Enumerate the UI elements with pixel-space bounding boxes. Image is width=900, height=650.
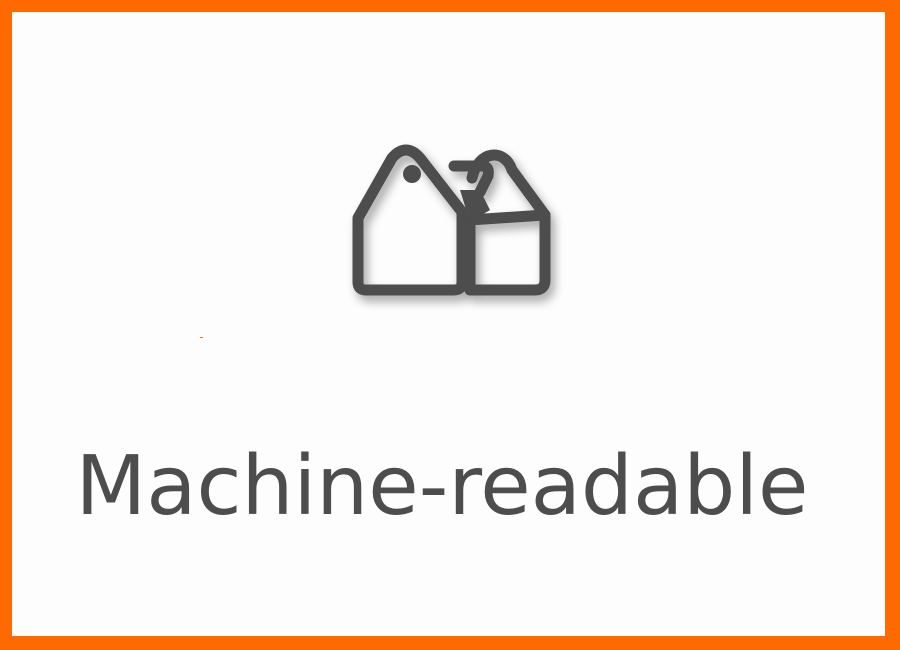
price-tag-toolbox-icon: [330, 130, 570, 320]
badge-title: Machine-readable: [75, 439, 809, 534]
badge-card: Machine-readable: [12, 12, 885, 636]
decorative-speck: [200, 337, 203, 338]
